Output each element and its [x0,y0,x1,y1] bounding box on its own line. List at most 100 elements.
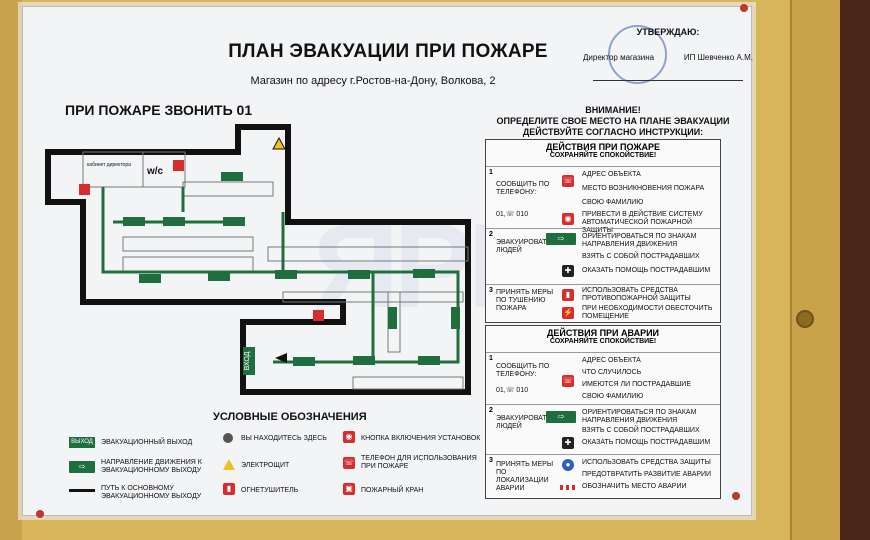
legend-phone: ТЕЛЕФОН ДЛЯ ИСПОЛЬЗОВАНИЯ ПРИ ПОЖАРЕ [361,455,477,470]
direction-sign [221,172,243,181]
counter [267,246,469,262]
approval-block: УТВЕРЖДАЮ: Директор магазина ИП Шевченко… [583,27,753,81]
legend-hydrant: ПОЖАРНЫЙ КРАН [361,487,424,494]
action-item: АДРЕС ОБЪЕКТА [582,357,641,364]
extinguisher-icon: ▮ [562,289,574,301]
legend-exit: ЭВАКУАЦИОННЫЙ ВЫХОД [101,439,193,446]
fire-actions-subtitle: СОХРАНЯЙТЕ СПОКОЙСТВИЕ! [549,152,657,159]
accident-actions-box: ДЕЙСТВИЯ ПРИ АВАРИИ СОХРАНЯЙТЕ СПОКОЙСТВ… [485,325,721,499]
fire-step-3: 3 ПРИНЯТЬ МЕРЫ ПО ТУШЕНИЮ ПОЖАРА ▮ ИСПОЛ… [486,284,720,323]
legend-path-line [69,489,95,492]
legend-direction-icon: ⇨ [69,461,95,473]
action-item: ОКАЗАТЬ ПОМОЩЬ ПОСТРАДАВШИМ [582,439,711,446]
direction-sign [388,307,397,329]
outer-wall [45,124,471,395]
pin [732,492,740,500]
step-label: ПРИНЯТЬ МЕРЫ ПО ЛОКАЛИЗАЦИИ АВАРИИ [496,461,554,492]
room-line [82,151,144,188]
accident-actions-subtitle: СОХРАНЯЙТЕ СПОКОЙСТВИЕ! [549,338,657,345]
legend-panel: ЭЛЕКТРОЩИТ [241,462,290,469]
phone-number: 01,☏ 010 [496,211,529,218]
action-item: ВЗЯТЬ С СОБОЙ ПОСТРАДАВШИХ [582,427,700,434]
signature-line [593,80,743,81]
action-item: ЧТО СЛУЧИЛОСЬ [582,369,642,376]
counter [122,256,254,272]
pin [740,4,748,12]
wc-label: w/c [146,166,164,177]
fire-actions-box: ДЕЙСТВИЯ ПРИ ПОЖАРЕ СОХРАНЯЙТЕ СПОКОЙСТВ… [485,139,721,323]
counter [182,181,274,197]
attention-line: ОПРЕДЕЛИТЕ СВОЕ МЕСТО НА ПЛАНЕ ЭВАКУАЦИИ [496,116,730,126]
legend-here-icon [223,433,233,443]
direction-arrow-icon: ⇨ [546,411,576,423]
action-item: АДРЕС ОБЪЕКТА [582,171,641,178]
action-item: ИСПОЛЬЗОВАТЬ СРЕДСТВА ЗАЩИТЫ [582,459,711,466]
direction-sign [348,270,370,279]
direction-sign [208,272,230,281]
fire-actions-title: ДЕЙСТВИЯ ПРИ ПОЖАРЕ [545,142,661,152]
room-line [142,151,186,188]
first-aid-icon: ✚ [562,265,574,277]
legend-button: КНОПКА ВКЛЮЧЕНИЯ УСТАНОВОК [361,435,481,442]
legend-extinguisher: ОГНЕТУШИТЕЛЬ [241,487,299,494]
step-number: 3 [489,287,493,294]
extinguisher-marker [313,310,324,321]
approval-line: Директор магазина ИП Шевченко А.М. [583,53,753,62]
legend-extinguisher-icon: ▮ [223,483,235,495]
legend-panel-icon [223,459,235,470]
legend-here: ВЫ НАХОДИТЕСЬ ЗДЕСЬ [241,435,327,442]
action-item: ИСПОЛЬЗОВАТЬ СРЕДСТВА ПРОТИВОПОЖАРНОЙ ЗА… [582,287,691,302]
step-number: 2 [489,407,493,414]
direction-signs [123,172,460,366]
phone-icon: ☏ [562,375,574,387]
step-number: 1 [489,355,493,362]
exit-sign [243,347,255,375]
fire-step-1: 1 СООБЩИТЬ ПО ТЕЛЕФОНУ: 01,☏ 010 ☏ АДРЕС… [486,166,720,234]
step-number: 1 [489,169,493,176]
wall-left [0,0,22,540]
evacuation-plan-sheet: ЯРЕ ПЛАН ЭВАКУАЦИИ ПРИ ПОЖАРЕ Магазин по… [22,6,753,516]
pin [36,510,44,518]
fire-step-2: 2 ЭВАКУИРОВАТЬ ЛЮДЕЙ ⇨ ОРИЕНТИРОВАТЬСЯ П… [486,228,720,285]
attention-line: ВНИМАНИЕ! [585,105,641,115]
approval-role: Директор магазина [583,53,655,62]
phone-icon: ☏ [562,175,574,187]
approval-name: ИП Шевченко А.М. [683,53,753,62]
direction-sign [451,307,460,329]
accident-step-3: 3 ПРИНЯТЬ МЕРЫ ПО ЛОКАЛИЗАЦИИ АВАРИИ ● И… [486,454,720,499]
action-item: МЕСТО ВОЗНИКНОВЕНИЯ ПОЖАРА [582,185,705,192]
direction-sign [353,356,375,365]
legend-direction: НАПРАВЛЕНИЕ ДВИЖЕНИЯ К ЭВАКУАЦИОННОМУ ВЫ… [101,459,202,474]
step-label: ПРИНЯТЬ МЕРЫ ПО ТУШЕНИЮ ПОЖАРА [496,289,554,312]
accident-actions-title: ДЕЙСТВИЯ ПРИ АВАРИИ [546,328,660,338]
action-item: ИМЕЮТСЯ ЛИ ПОСТРАДАВШИЕ [582,381,691,388]
alarm-button-icon: ◉ [562,213,574,225]
door-frame [790,0,842,540]
legend-exit-sign: ВЫХОД [69,437,95,448]
extinguisher-marker [173,160,184,171]
legend-button-icon: ◉ [343,431,355,443]
counter [122,236,254,252]
page-subtitle: Магазин по адресу г.Ростов-на-Дону, Волк… [250,75,496,87]
room-director-label: кабинет директора [87,162,131,168]
step-label: ЭВАКУИРОВАТЬ ЛЮДЕЙ [496,415,552,430]
action-item: СВОЮ ФАМИЛИЮ [582,393,644,400]
approval-stamp [608,25,667,84]
step-number: 2 [489,231,493,238]
emergency-call-label: ПРИ ПОЖАРЕ ЗВОНИТЬ 01 [65,102,253,118]
protection-icon: ● [562,459,574,471]
action-item: СВОЮ ФАМИЛИЮ [582,199,644,206]
action-item: ОБОЗНАЧИТЬ МЕСТО АВАРИИ [582,483,687,490]
attention-line: ДЕЙСТВУЙТЕ СОГЛАСНО ИНСТРУКЦИИ: [522,127,704,137]
action-item: ОКАЗАТЬ ПОМОЩЬ ПОСТРАДАВШИМ [582,267,711,274]
counter [352,376,464,390]
step-label: СООБЩИТЬ ПО ТЕЛЕФОНУ: [496,181,550,196]
accident-marker-icon [560,485,578,490]
first-aid-icon: ✚ [562,437,574,449]
legend-hydrant-icon: ▣ [343,483,355,495]
approval-heading: УТВЕРЖДАЮ: [636,27,700,37]
legend-title: УСЛОВНЫЕ ОБОЗНАЧЕНИЯ [213,411,367,423]
attention-block: ВНИМАНИЕ! ОПРЕДЕЛИТЕ СВОЕ МЕСТО НА ПЛАНЕ… [493,105,733,138]
direction-sign [413,269,435,278]
page-title: ПЛАН ЭВАКУАЦИИ ПРИ ПОЖАРЕ [228,41,548,62]
